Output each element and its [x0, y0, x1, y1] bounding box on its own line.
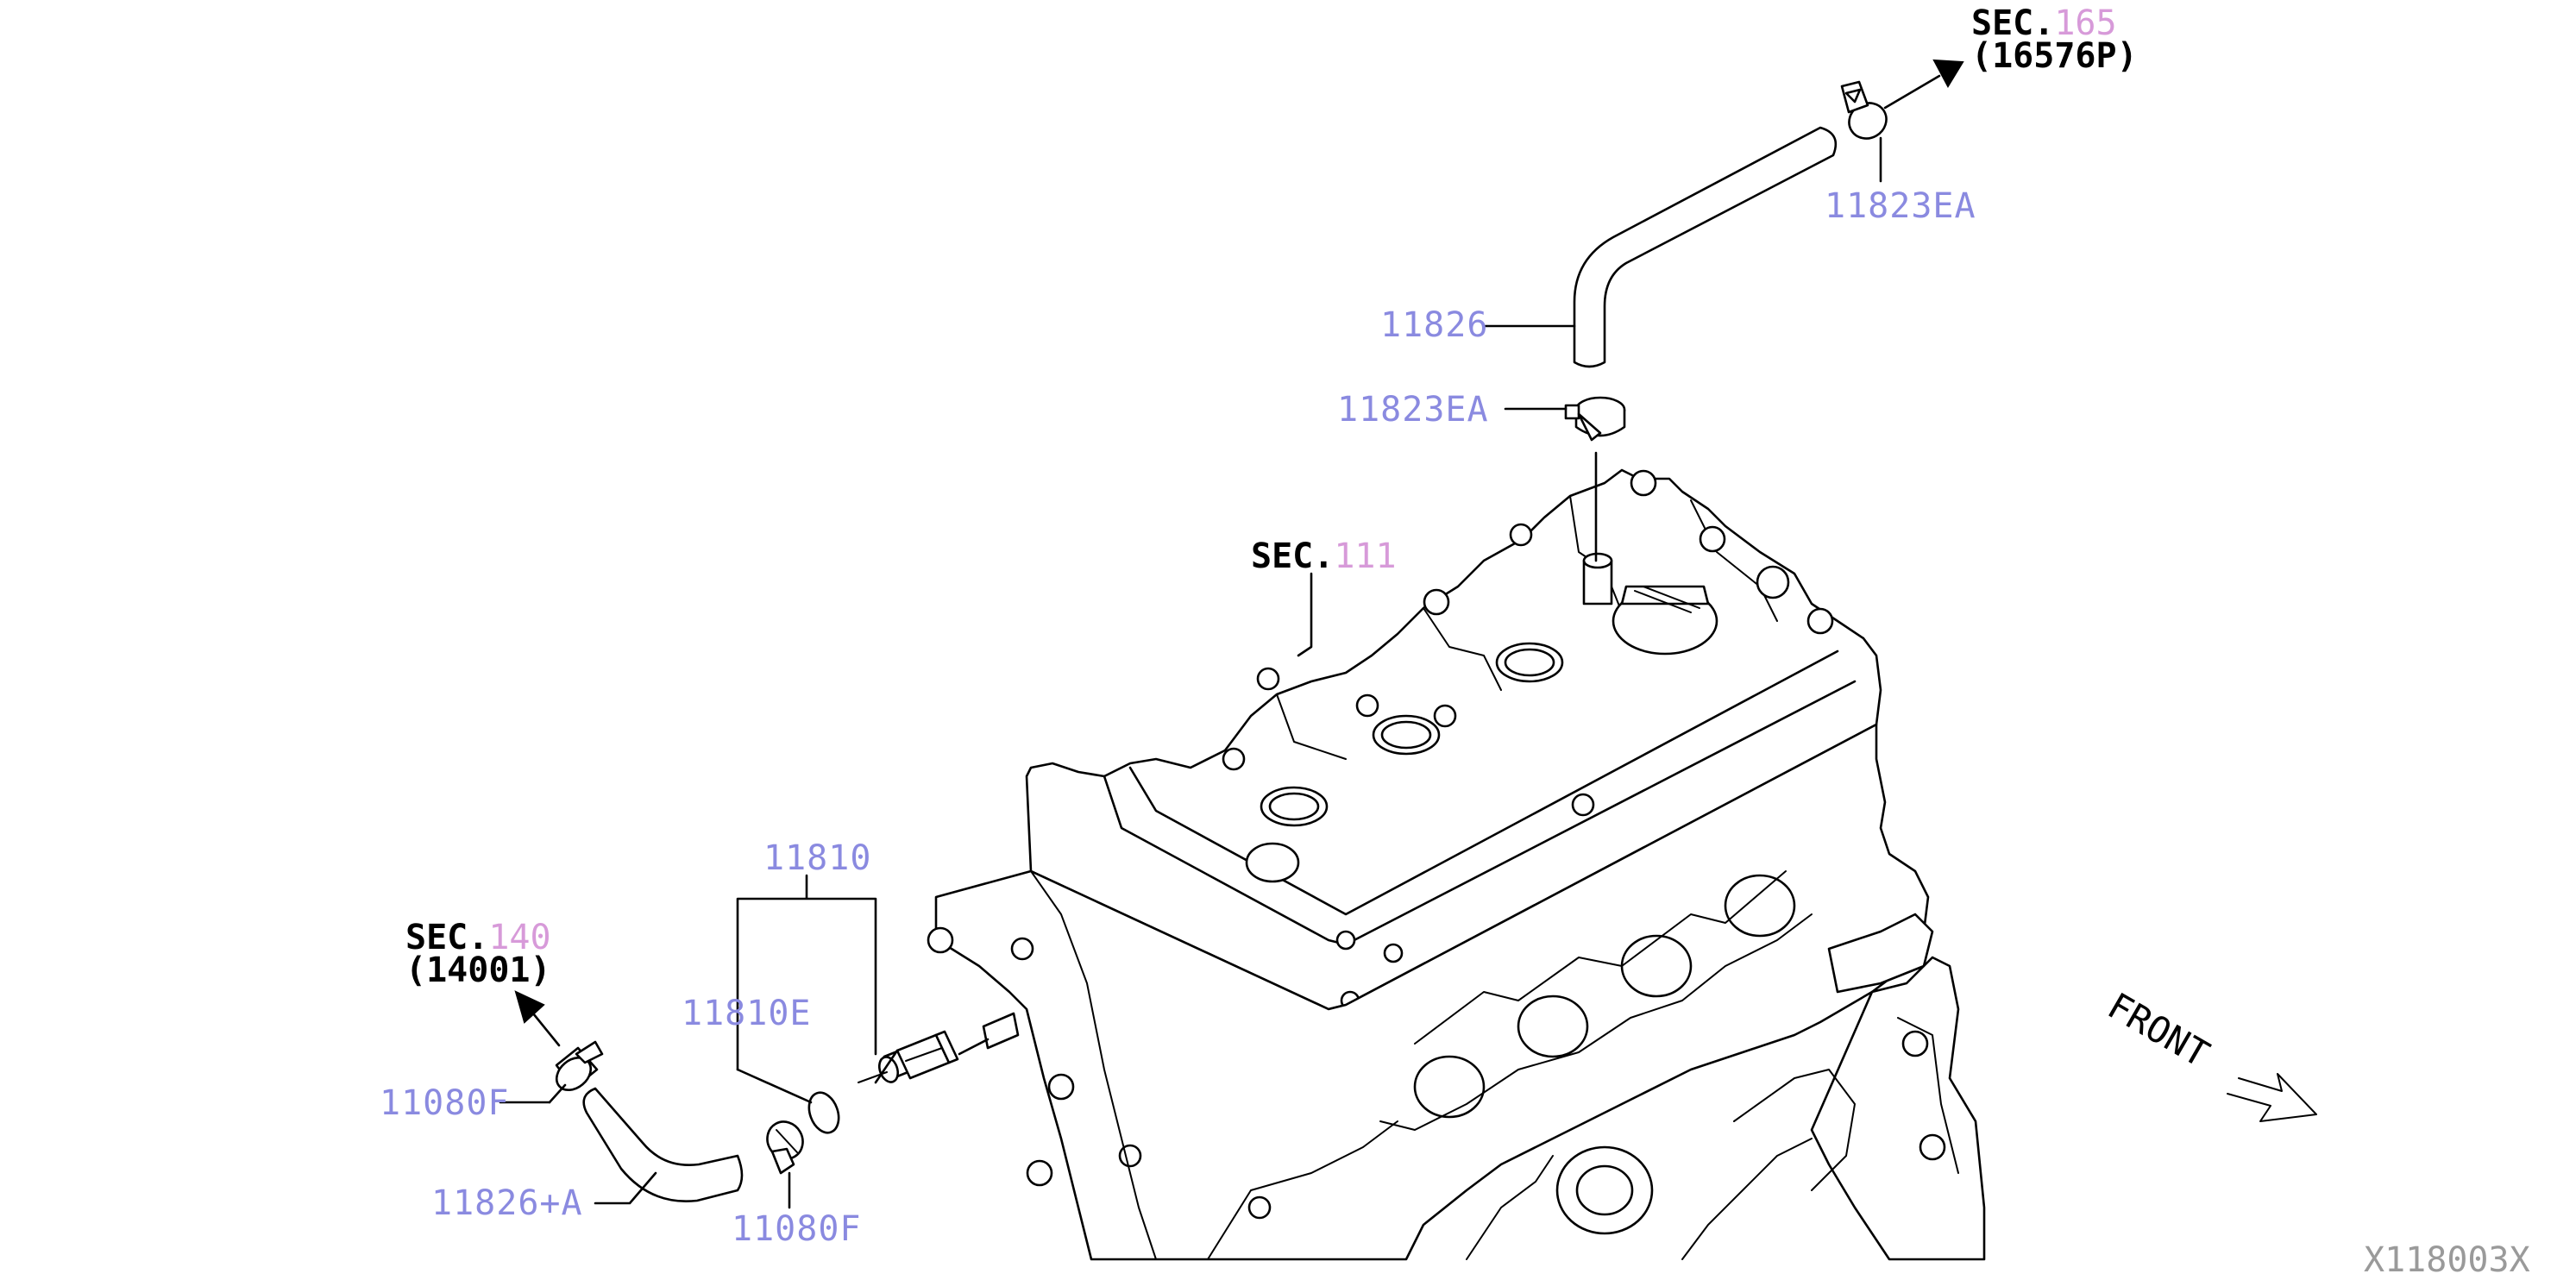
pcv-hose-lower [582, 1087, 744, 1202]
part-11823EA-mid[interactable]: 11823EA [1337, 390, 1489, 430]
part-11826A[interactable]: 11826+A [431, 1183, 583, 1223]
front-arrow: FRONT [2101, 984, 2317, 1122]
section-111-prefix: SEC. [1251, 536, 1334, 576]
section-140-code: (14001) [405, 951, 551, 990]
part-11080F-bottom[interactable]: 11080F [732, 1209, 862, 1249]
hose-clamp-top [1840, 80, 1888, 140]
hose-clamp-bottom [766, 1120, 804, 1175]
leader-valve-to-head [874, 1049, 899, 1084]
front-label: FRONT [2101, 984, 2216, 1076]
section-165-number: 165 [2054, 3, 2116, 43]
part-11810[interactable]: 11810 [763, 838, 871, 878]
part-11826[interactable]: 11826 [1380, 305, 1488, 345]
section-165-prefix: SEC. [1971, 3, 2054, 43]
part-11810E[interactable]: 11810E [682, 994, 812, 1033]
hose-clamp-mid [1564, 396, 1626, 442]
engine-assembly [927, 468, 1986, 1261]
section-111-label[interactable]: SEC.111 [1251, 536, 1397, 576]
section-165-label[interactable]: SEC.165 [1971, 3, 2117, 43]
figure-reference: X118003X [2364, 1240, 2530, 1280]
leader-clamp-left-stub [548, 1083, 567, 1104]
leader-valve-to-port [958, 1038, 990, 1056]
bracket-11810 [736, 874, 877, 1071]
part-11823EA-top[interactable]: 11823EA [1825, 186, 1976, 226]
part-11080F-left[interactable]: 11080F [380, 1083, 510, 1123]
section-111-number: 111 [1334, 536, 1396, 576]
pcv-valve [858, 1030, 959, 1083]
section-140-label[interactable]: SEC.140 [405, 918, 551, 957]
arrow-sec-140 [514, 990, 561, 1047]
leader-11826A [594, 1171, 657, 1205]
leader-11810E [736, 1068, 813, 1104]
grommet [807, 1091, 840, 1134]
leader-sec-111 [1297, 572, 1313, 657]
hose-clamp-left [555, 1040, 604, 1092]
section-140-number: 140 [488, 918, 550, 957]
arrow-sec-165 [1883, 59, 1964, 110]
pcv-hose-upper [1573, 126, 1838, 368]
section-165-code: (16576P) [1971, 36, 2138, 76]
section-140-prefix: SEC. [405, 918, 488, 957]
